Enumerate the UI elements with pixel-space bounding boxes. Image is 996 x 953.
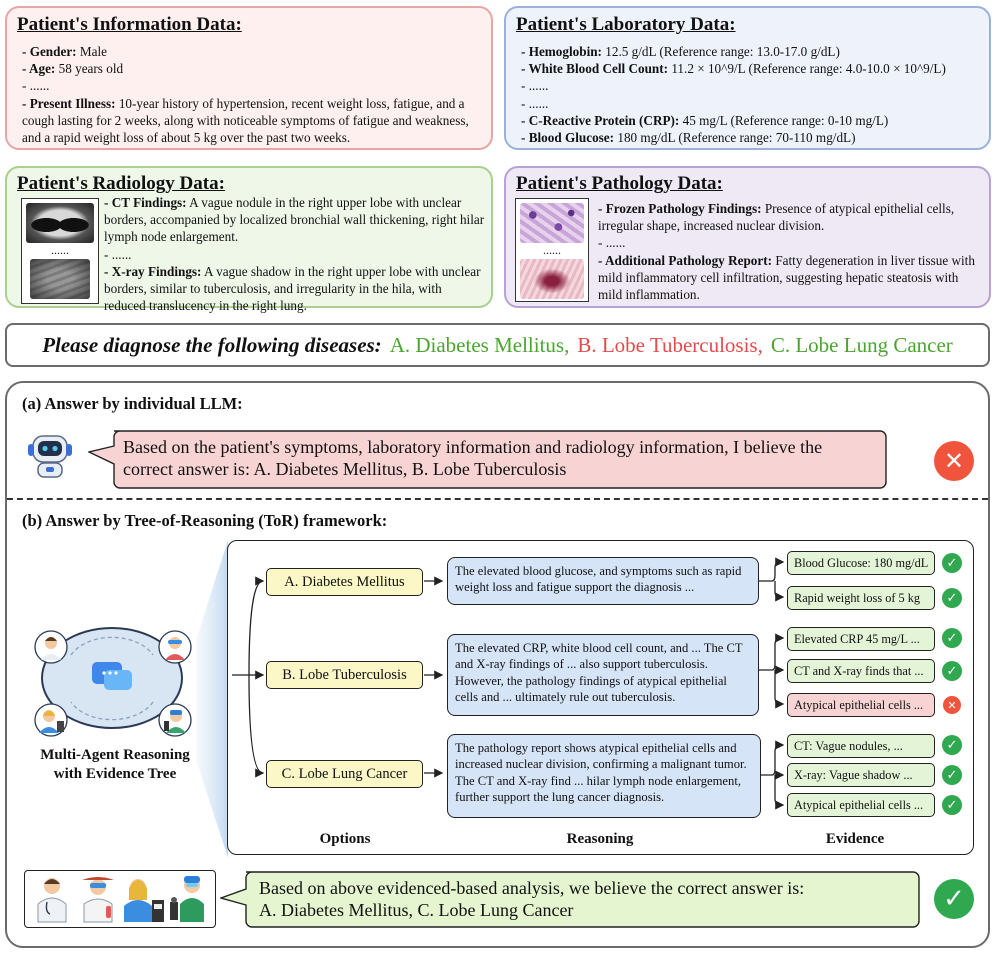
ct-scan-image: [26, 203, 94, 243]
info-line: - ......: [22, 78, 50, 94]
evidence-node: Atypical epithelial cells ...: [787, 693, 935, 717]
question-prompt: Please diagnose the following diseases:: [42, 332, 382, 357]
pathology-line: - Frozen Pathology Findings: Presence of…: [598, 201, 955, 234]
multi-agent-diagram: [41, 627, 183, 729]
evidence-node: Rapid weight loss of 5 kg: [787, 586, 935, 610]
evidence-tree-box: [227, 540, 974, 855]
radiology-panel: Patient's Radiology Data: ...... - CT Fi…: [5, 166, 493, 313]
info-line: - Gender: Male: [22, 44, 107, 59]
pathologist-figure-icon: [170, 876, 204, 922]
lab-panel: Patient's Laboratory Data: - Hemoglobin:…: [504, 6, 991, 150]
pathology-ellipsis: ......: [543, 243, 561, 257]
evidence-node: CT and X-ray finds that ...: [787, 659, 935, 683]
info-line: - Age: 58 years old: [22, 61, 124, 77]
patient-info-title: Patient's Information Data:: [17, 14, 242, 35]
pathology-line: - Additional Pathology Report: Fatty deg…: [598, 252, 975, 303]
pathology-title: Patient's Pathology Data:: [516, 173, 723, 194]
pathology-images-frame: ......: [515, 198, 589, 302]
reasoning-b-node: The elevated CRP, white blood cell count…: [447, 634, 759, 716]
question-option-c: C. Lobe Lung Cancer: [770, 332, 953, 357]
radiology-line: - CT Findings: A vague nodule in the rig…: [104, 195, 485, 245]
final-answer-bubble-shape: [220, 871, 920, 928]
xray-image: [30, 259, 90, 299]
lab-line: - C-Reactive Protein (CRP): 45 mg/L (Ref…: [521, 112, 889, 128]
patient-info-panel: Patient's Information Data: - Gender: Ma…: [5, 6, 493, 150]
lab-title: Patient's Laboratory Data:: [516, 14, 736, 35]
section-divider: [7, 498, 988, 500]
patient-info-lines: - Gender: Male - Age: 58 years old - ...…: [22, 43, 484, 146]
question-bar: Please diagnose the following diseases: …: [5, 323, 990, 367]
reasoning-c-node: The pathology report shows atypical epit…: [447, 734, 761, 818]
pathology-line: - ......: [598, 235, 626, 251]
lab-line: - Blood Glucose: 180 mg/dL (Reference ra…: [521, 130, 856, 146]
option-b-node: B. Lobe Tuberculosis: [266, 661, 423, 689]
section-a-title: (a) Answer by individual LLM:: [22, 394, 243, 413]
reasoning-a-node: The elevated blood glucose, and symptoms…: [447, 557, 759, 605]
lab-line: - Hemoglobin: 12.5 g/dL (Reference range…: [521, 44, 840, 59]
pathologist-avatar-icon: [158, 703, 192, 737]
column-header-evidence: Evidence: [825, 831, 885, 847]
wrong-answer-icon: ✕: [934, 441, 974, 481]
pathology-panel: Patient's Pathology Data: ...... - Froze…: [504, 166, 991, 308]
doctor-avatar-icon: [34, 630, 68, 664]
lab-line: - ......: [521, 95, 549, 111]
scientist-avatar-icon: [158, 630, 192, 664]
agent-caption: Multi-Agent Reasoning with Evidence Tree: [40, 747, 190, 782]
check-icon: ✓: [942, 795, 962, 815]
column-header-reasoning: Reasoning: [566, 831, 634, 847]
check-icon: ✓: [942, 661, 962, 681]
agents-group-frame: [24, 870, 216, 928]
cross-icon: ✕: [943, 696, 961, 714]
radiology-ellipsis: ......: [51, 243, 69, 257]
question-option-b: B. Lobe Tuberculosis,: [577, 332, 763, 357]
option-a-node: A. Diabetes Mellitus: [266, 568, 423, 596]
check-icon: ✓: [942, 588, 962, 608]
radiology-lines: - CT Findings: A vague nodule in the rig…: [104, 194, 486, 314]
evidence-node: Elevated CRP 45 mg/L ...: [787, 627, 935, 651]
lab-technician-figure-icon: [124, 879, 164, 922]
evidence-node: Blood Glucose: 180 mg/dL: [787, 551, 935, 575]
radiology-line: - ......: [104, 246, 132, 262]
check-icon: ✓: [942, 765, 962, 785]
question-option-a: A. Diabetes Mellitus,: [389, 332, 570, 357]
scientist-figure-icon: [82, 877, 114, 923]
tree-connectors: [232, 557, 785, 810]
check-icon: ✓: [942, 553, 962, 573]
llm-answer-bubble-shape: [88, 430, 887, 489]
robot-icon: [28, 435, 72, 478]
final-answer-text: Based on above evidenced-based analysis,…: [259, 878, 805, 920]
pathology-slide-image-1: [520, 203, 584, 243]
check-icon: ✓: [942, 628, 962, 648]
evidence-node: CT: Vague nodules, ...: [787, 734, 935, 758]
pathology-lines: - Frozen Pathology Findings: Presence of…: [598, 200, 982, 303]
llm-answer-text: Based on the patient's symptoms, laborat…: [123, 437, 823, 479]
info-line: - Present Illness: 10-year history of hy…: [22, 95, 469, 146]
lab-line: - ......: [521, 78, 549, 94]
correct-answer-icon: ✓: [934, 879, 974, 919]
radiology-images-frame: ......: [21, 198, 99, 304]
lab-technician-avatar-icon: [34, 703, 68, 737]
column-header-options: Options: [319, 831, 371, 847]
evidence-node: X-ray: Vague shadow ...: [787, 763, 935, 787]
section-b-title: (b) Answer by Tree-of-Reasoning (ToR) fr…: [22, 511, 388, 530]
radiology-title: Patient's Radiology Data:: [17, 173, 225, 194]
evidence-node: Atypical epithelial cells ...: [787, 793, 935, 817]
check-icon: ✓: [942, 735, 962, 755]
lab-line: - White Blood Cell Count: 11.2 × 10^9/L …: [521, 61, 946, 77]
pathology-slide-image-2: [520, 259, 584, 299]
lab-lines: - Hemoglobin: 12.5 g/dL (Reference range…: [521, 43, 983, 146]
zoom-funnel: [196, 540, 228, 858]
doctor-figure-icon: [37, 878, 67, 923]
radiology-line: - X-ray Findings: A vague shadow in the …: [104, 263, 481, 314]
option-c-node: C. Lobe Lung Cancer: [266, 760, 423, 788]
answer-container: [5, 381, 990, 948]
